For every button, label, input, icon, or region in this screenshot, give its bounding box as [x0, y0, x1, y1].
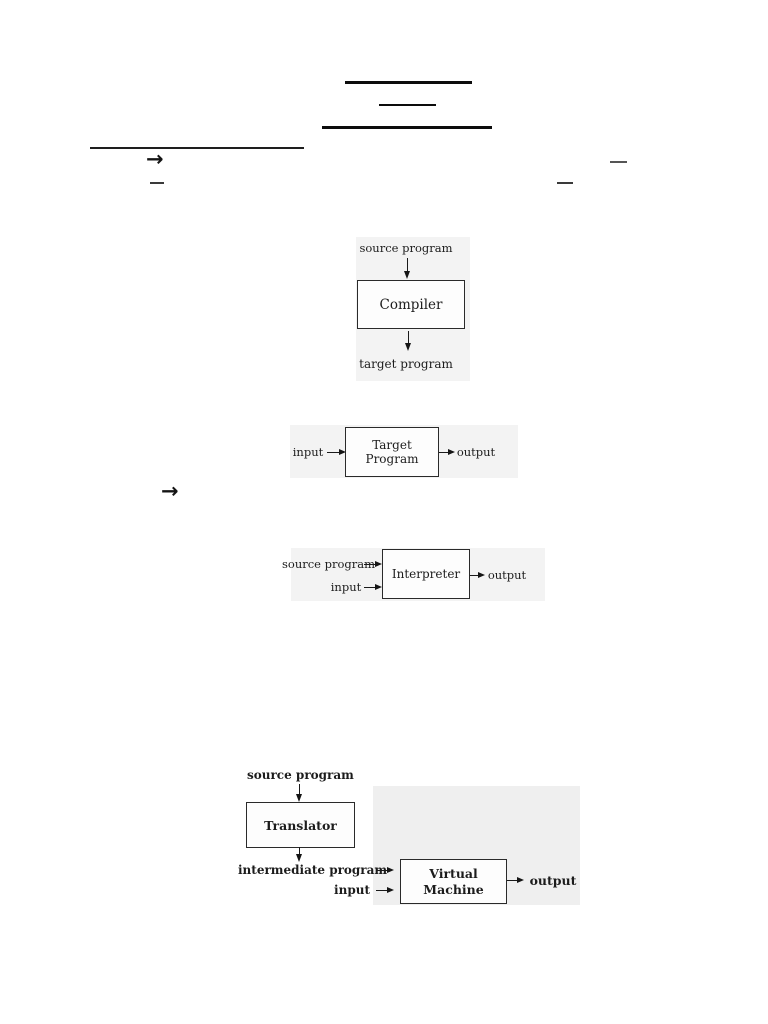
arrow-right-icon — [387, 867, 394, 873]
title-rule-2 — [379, 104, 436, 107]
target-output-label: output — [456, 445, 496, 459]
translator-box: Translator — [246, 802, 355, 848]
compiler-source-program-label: source program — [359, 241, 453, 255]
arrow-right-icon — [517, 877, 524, 883]
vm-input-label: input — [334, 883, 370, 897]
translator-source-program-label: source program — [247, 768, 354, 782]
interpreter-output-label: output — [487, 568, 527, 582]
arrow-right-shaft — [507, 880, 518, 882]
vm-output-label: output — [529, 873, 577, 888]
arrow-right-shaft — [327, 452, 340, 454]
dash-mark — [150, 182, 164, 184]
annotation-arrow-icon: → — [146, 147, 164, 171]
intermediate-program-label: intermediate program — [238, 863, 388, 877]
arrow-down-icon — [296, 854, 302, 862]
arrow-right-icon — [387, 887, 394, 893]
arrow-right-shaft — [376, 890, 388, 892]
arrow-right-shaft — [364, 564, 376, 566]
arrow-right-shaft — [439, 452, 449, 454]
arrow-down-shaft — [408, 331, 410, 344]
virtual-machine-box: Virtual Machine — [400, 859, 507, 904]
arrow-down-icon — [296, 794, 302, 802]
arrow-down-shaft — [407, 258, 409, 272]
translator-box-label: Translator — [264, 817, 337, 833]
arrow-right-shaft — [470, 575, 479, 577]
dash-mark — [557, 182, 573, 184]
interpreter-input-label: input — [330, 580, 362, 594]
title-rule-1 — [345, 81, 472, 84]
arrow-down-shaft — [299, 847, 301, 855]
arrow-right-icon — [339, 449, 346, 455]
title-rule-3 — [322, 126, 492, 129]
arrow-right-icon — [478, 572, 485, 578]
target-program-box-label: Target Program — [365, 438, 419, 466]
arrow-right-shaft — [376, 870, 388, 872]
arrow-down-shaft — [299, 784, 301, 795]
arrow-right-icon — [375, 561, 382, 567]
left-heading-rule — [90, 147, 304, 149]
interpreter-box: Interpreter — [382, 549, 470, 599]
virtual-machine-box-label-line2: Machine — [423, 881, 484, 897]
compiler-target-program-label: target program — [359, 357, 453, 371]
annotation-arrow-icon: → — [161, 479, 179, 503]
arrow-down-icon — [405, 343, 411, 351]
compiler-box: Compiler — [357, 280, 465, 329]
dash-mark — [610, 161, 627, 164]
arrow-right-icon — [448, 449, 455, 455]
arrow-down-icon — [404, 271, 410, 279]
arrow-right-icon — [375, 584, 382, 590]
compiler-box-label: Compiler — [379, 296, 443, 313]
target-input-label: input — [292, 445, 324, 459]
virtual-machine-box-label-line1: Virtual — [429, 865, 478, 881]
target-program-box: Target Program — [345, 427, 439, 477]
interpreter-box-label: Interpreter — [391, 567, 461, 581]
arrow-right-shaft — [364, 587, 376, 589]
interpreter-source-program-label: source program — [282, 557, 376, 571]
